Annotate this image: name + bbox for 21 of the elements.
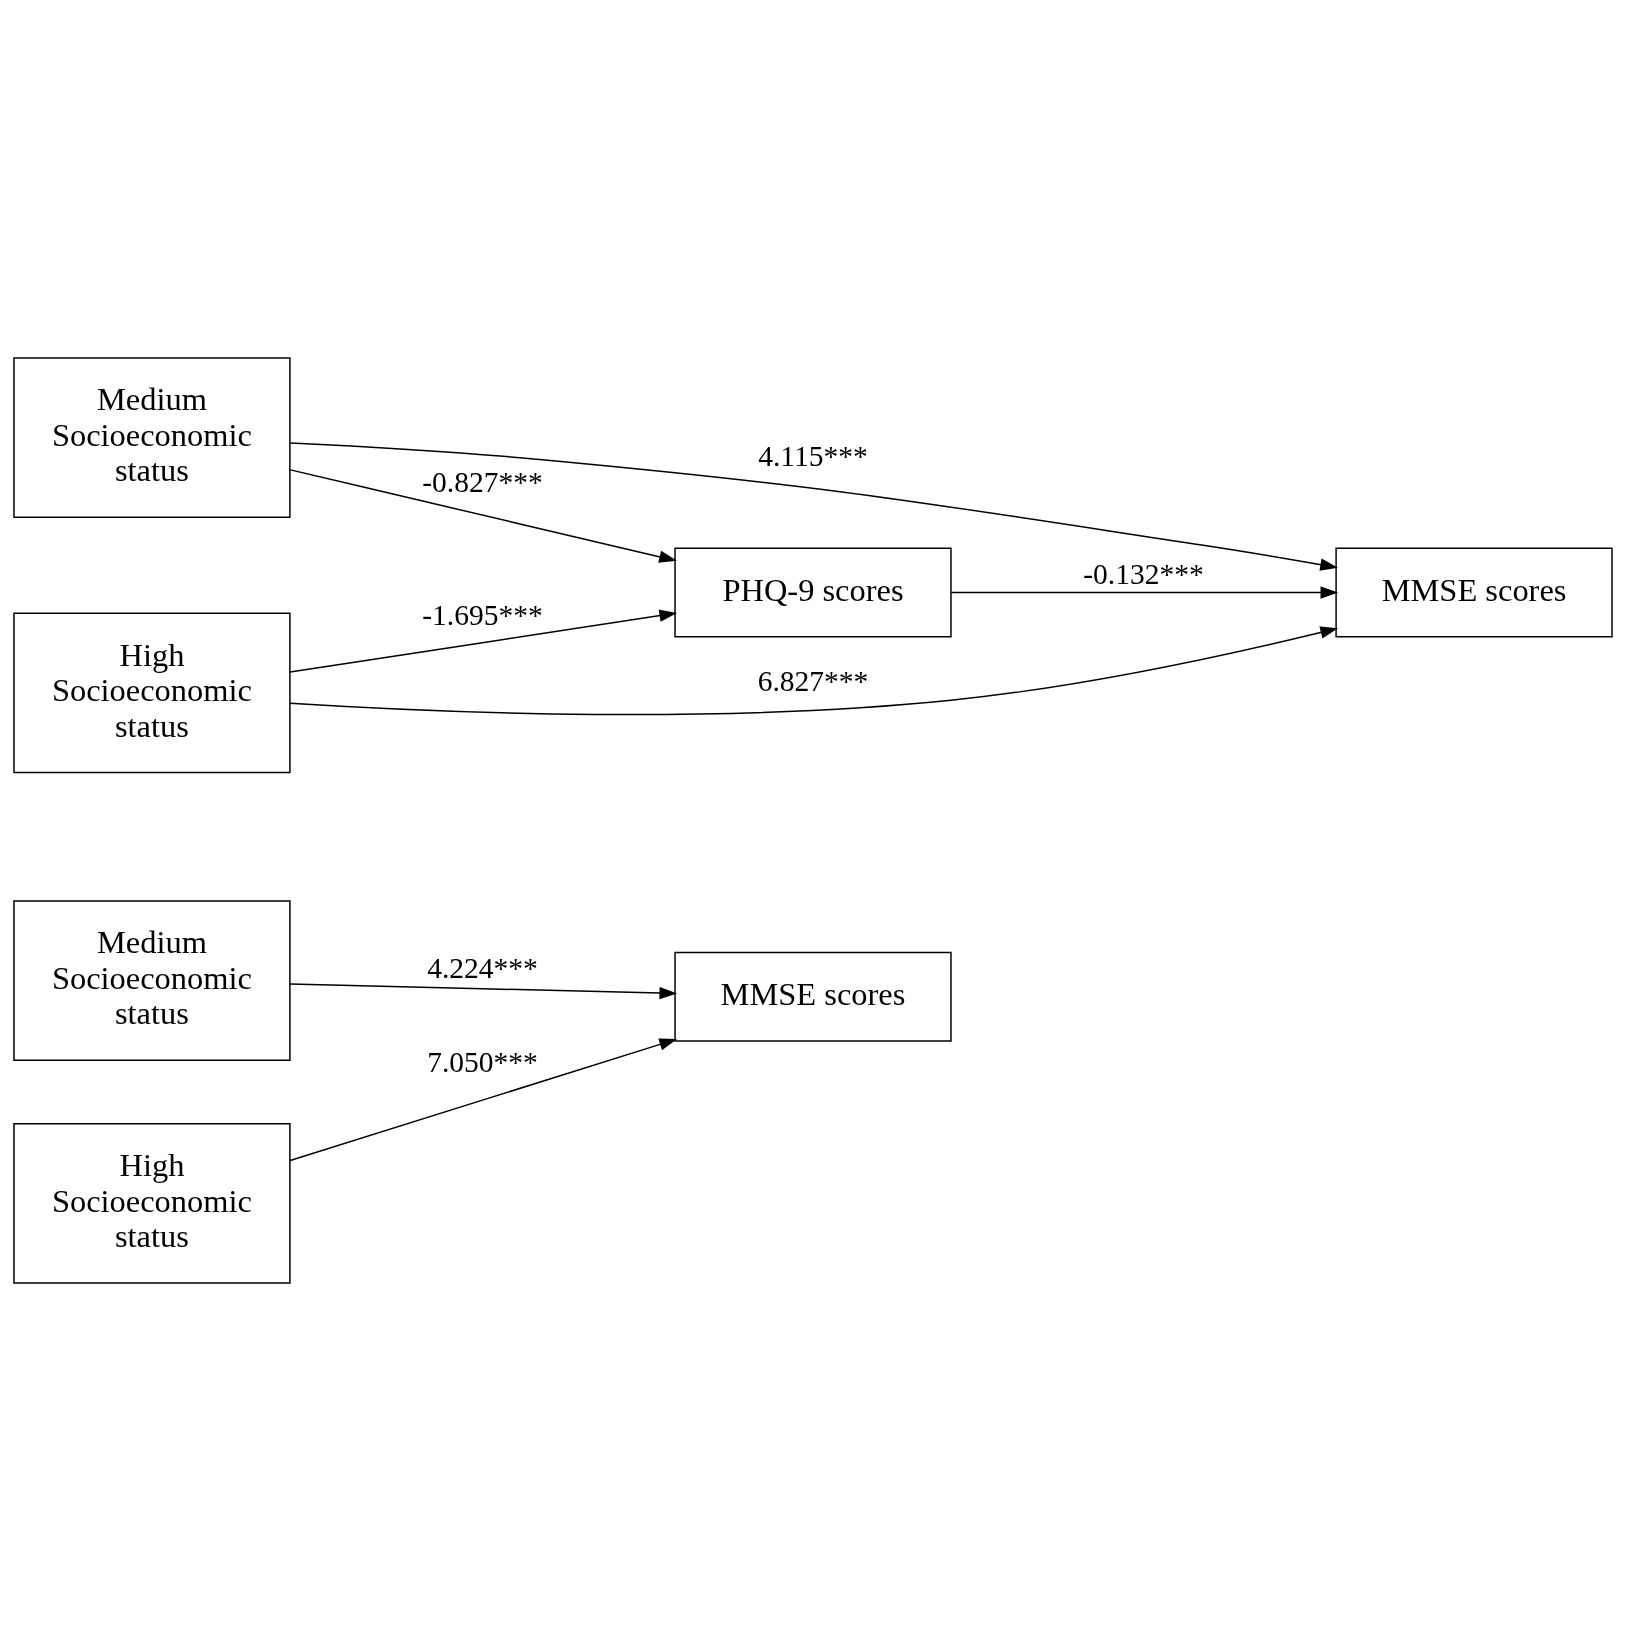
arrow (289, 983, 678, 1000)
arrow (289, 1038, 678, 1162)
edge-label: 4.224*** (427, 951, 538, 984)
edge-label: -0.827*** (422, 466, 543, 499)
node-box: Medium Socioeconomic status (13, 357, 291, 518)
arrow (289, 442, 1338, 571)
edge-label: 7.050*** (427, 1046, 538, 1079)
node-box: High Socioeconomic status (13, 1123, 291, 1284)
node-box: PHQ-9 scores (674, 547, 952, 638)
arrow (289, 626, 1339, 716)
edge-label: 6.827*** (757, 665, 869, 698)
edge-label: 4.115*** (758, 439, 868, 472)
node-box: MMSE scores (674, 951, 952, 1042)
node-box: Medium Socioeconomic status (13, 900, 291, 1061)
node-box: High Socioeconomic status (13, 612, 291, 774)
arrow (289, 469, 677, 563)
arrow (289, 609, 678, 673)
arrow (950, 586, 1339, 599)
edge-label: -0.132*** (1083, 557, 1204, 590)
edge-label: -1.695*** (422, 598, 543, 631)
node-box: MMSE scores (1335, 547, 1613, 638)
